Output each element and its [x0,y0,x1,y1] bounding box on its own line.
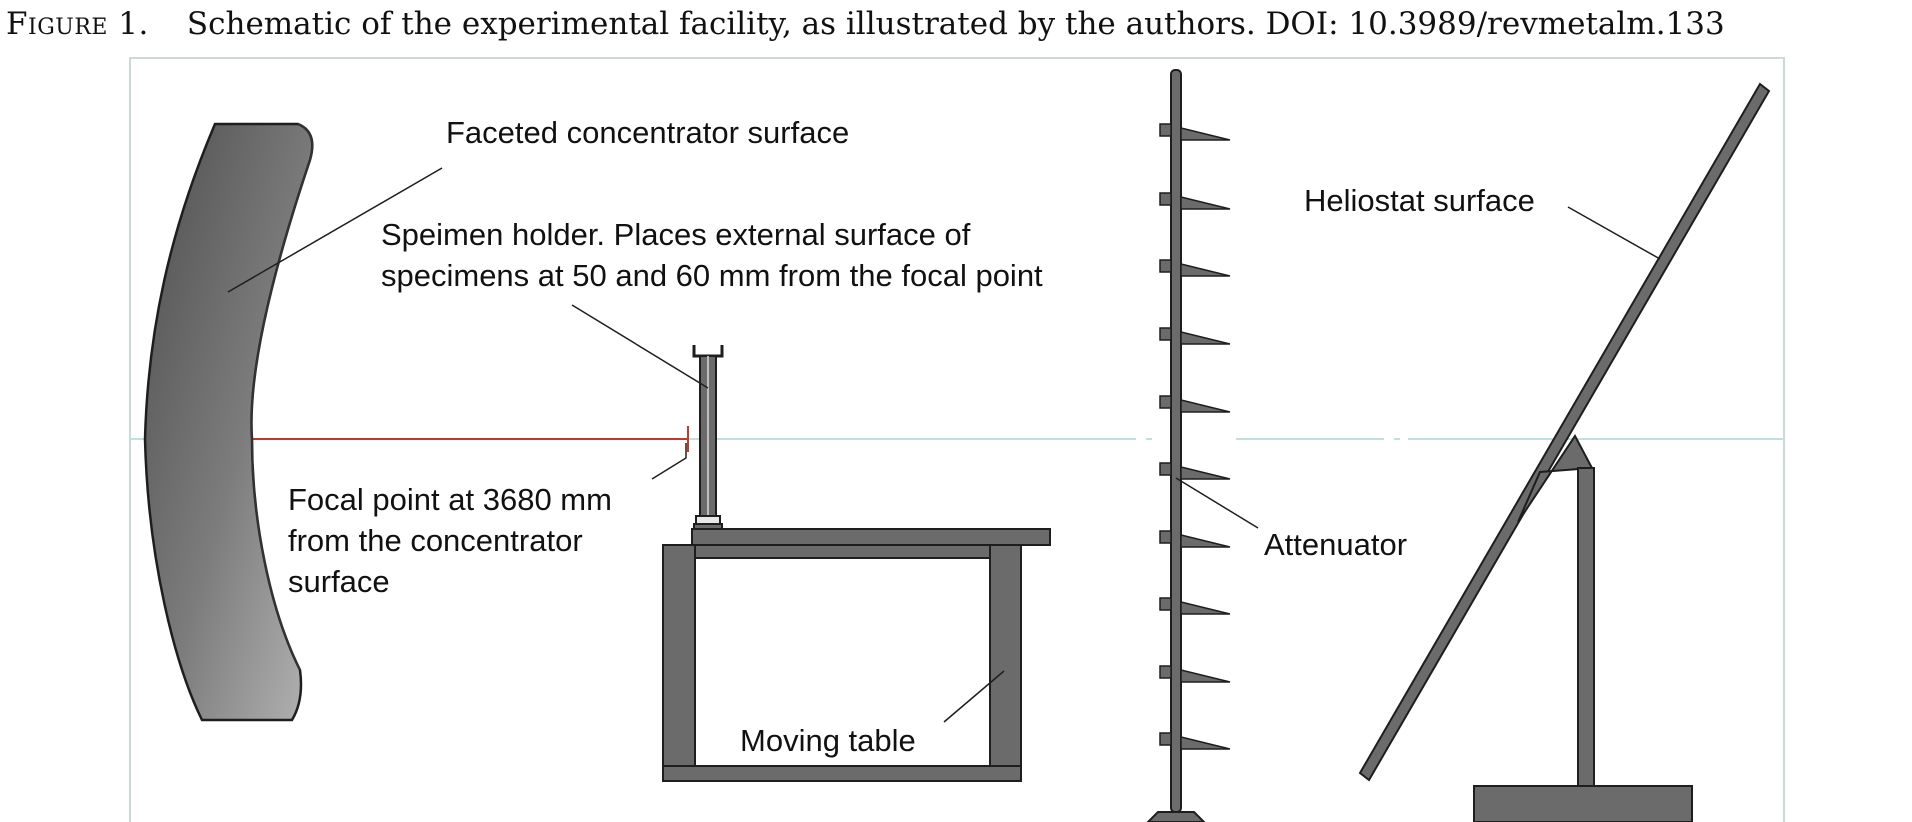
attenuator-blades [1159,123,1231,750]
label-moving-table: Moving table [740,723,916,758]
figure-caption: Figure 1. Schematic of the experimental f… [0,0,1912,52]
label-holder-line1: Speimen holder. Places external surface … [381,217,971,252]
moving-table [662,528,1051,782]
label-holder-line2: specimens at 50 and 60 mm from the focal… [381,258,1043,293]
diagram-frame [129,57,1785,822]
attenuator [1146,69,1231,822]
figure-caption-text: Schematic of the experimental facility, … [186,6,1725,42]
label-focal-line3: surface [288,564,390,599]
specimen-holder [692,345,724,533]
figure-label: Figure 1. [6,6,149,42]
heliostat [1358,82,1771,822]
label-concentrator: Faceted concentrator surface [446,115,849,150]
label-focal-line2: from the concentrator [288,523,583,558]
label-focal-line1: Focal point at 3680 mm [288,482,612,517]
leader-lines [227,167,1661,723]
label-heliostat: Heliostat surface [1304,183,1535,218]
concentrator-surface [143,122,314,722]
label-attenuator: Attenuator [1264,527,1407,562]
focal-ray [250,426,689,452]
